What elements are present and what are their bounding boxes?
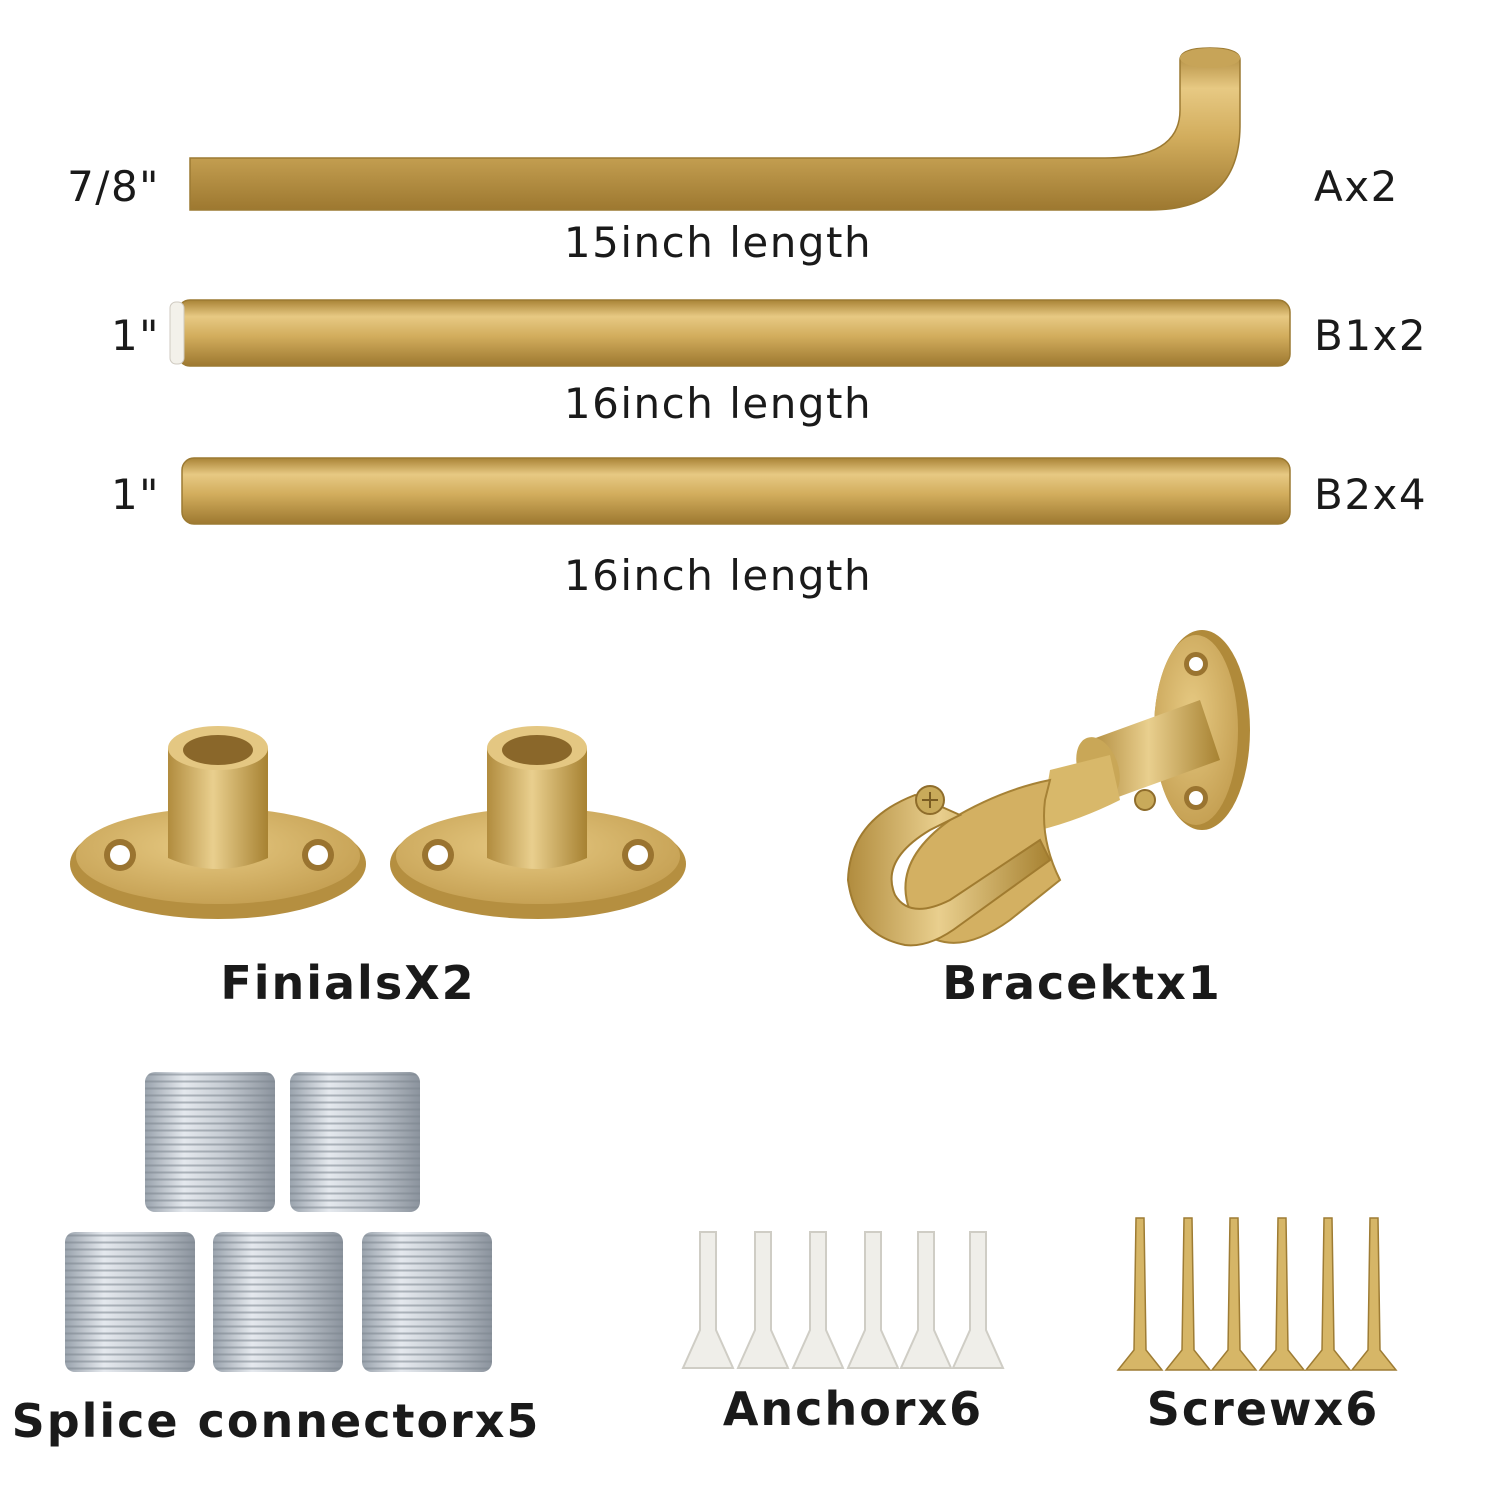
bracket <box>846 630 1250 947</box>
screws <box>1116 1217 1398 1371</box>
rod-a-diameter: 7/8" <box>67 162 160 211</box>
finials-label: FinialsX2 <box>220 956 476 1010</box>
anchor-label: Anchorx6 <box>722 1382 984 1436</box>
screw-label: Screwx6 <box>1146 1382 1380 1436</box>
finial-2 <box>390 726 686 919</box>
rod-a-length: 15inch length <box>563 218 873 267</box>
splice-connector-label: Splice connectorx5 <box>11 1394 541 1448</box>
rod-a-code: Ax2 <box>1314 162 1399 211</box>
bracket-label: Bracektx1 <box>942 956 1222 1010</box>
rod-a <box>189 47 1241 211</box>
finial-1 <box>70 726 366 919</box>
rod-b1 <box>169 299 1291 367</box>
rod-b2-code: B2x4 <box>1314 470 1428 519</box>
rod-b2-diameter: 1" <box>110 470 160 519</box>
rod-b2-length: 16inch length <box>563 551 873 600</box>
wall-anchors <box>681 1231 1005 1369</box>
splice-connectors <box>65 1072 492 1372</box>
rod-b1-length: 16inch length <box>563 379 873 428</box>
rod-b1-diameter: 1" <box>110 311 160 360</box>
rod-b1-code: B1x2 <box>1314 311 1428 360</box>
rod-b2 <box>181 457 1291 525</box>
